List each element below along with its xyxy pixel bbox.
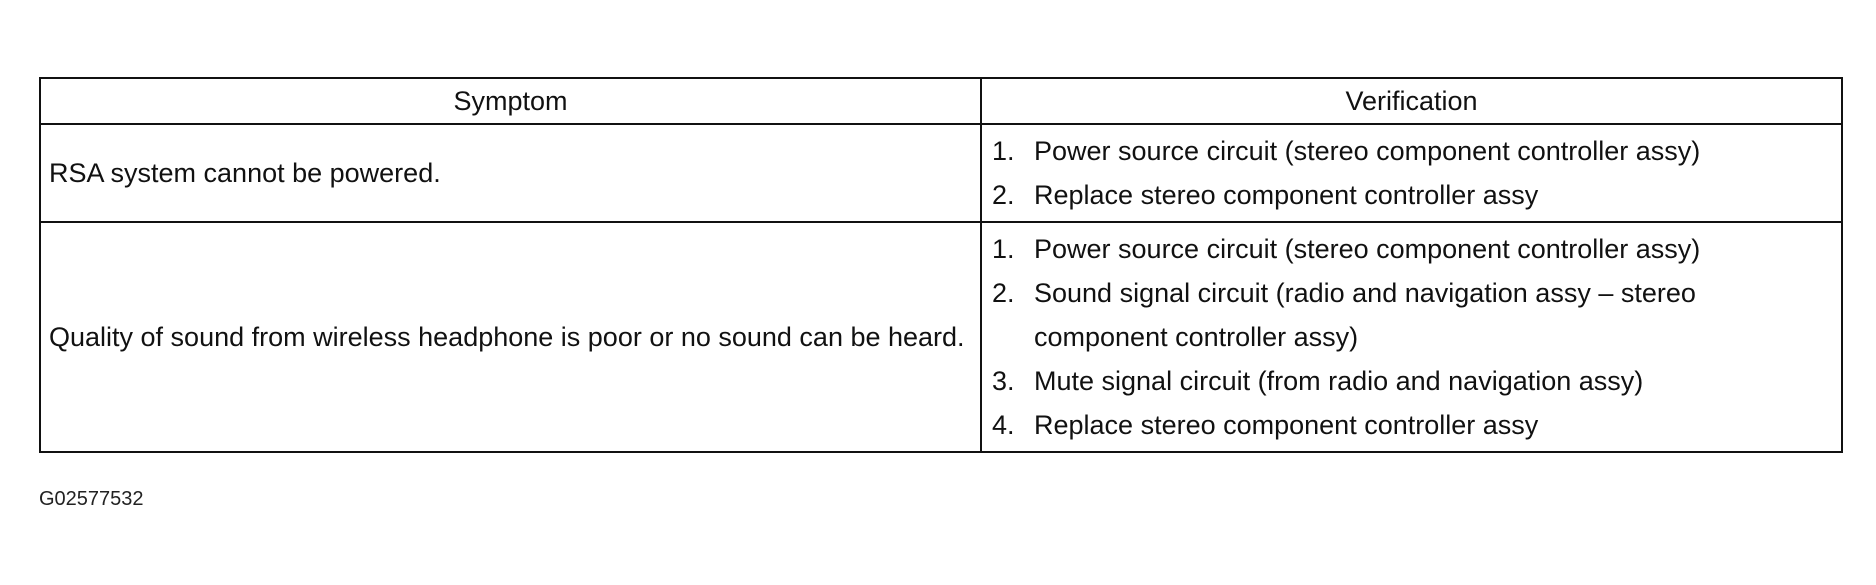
step-number: 1. [992,234,1015,264]
step-text: Power source circuit (stereo component c… [1034,136,1701,166]
step-number: 1. [992,136,1015,166]
symptom-cell: RSA system cannot be powered. [39,123,982,223]
list-item: 1. Power source circuit (stereo componen… [992,129,1833,173]
step-text: Sound signal circuit (radio and navigati… [1034,278,1696,352]
step-text: Replace stereo component controller assy [1034,410,1539,440]
symptom-cell: Quality of sound from wireless headphone… [39,221,982,453]
verification-cell: 1. Power source circuit (stereo componen… [980,221,1843,453]
step-number: 3. [992,366,1015,396]
list-item: 2. Replace stereo component controller a… [992,173,1833,217]
list-item: 3. Mute signal circuit (from radio and n… [992,359,1833,403]
table-row: Quality of sound from wireless headphone… [39,221,1843,453]
verification-cell: 1. Power source circuit (stereo componen… [980,123,1843,223]
symptom-verification-table: Symptom Verification RSA system cannot b… [39,77,1843,453]
table-header-row: Symptom Verification [39,77,1843,125]
header-verification: Verification [980,77,1843,125]
table-row: RSA system cannot be powered. 1. Power s… [39,123,1843,223]
step-text: Replace stereo component controller assy [1034,180,1539,210]
verification-steps: 1. Power source circuit (stereo componen… [992,129,1833,217]
step-text: Power source circuit (stereo component c… [1034,234,1701,264]
step-number: 2. [992,180,1015,210]
verification-steps: 1. Power source circuit (stereo componen… [992,227,1833,447]
figure-id-label: G02577532 [39,488,144,510]
symptom-table-container: Symptom Verification RSA system cannot b… [39,77,1843,453]
step-number: 4. [992,410,1015,440]
step-text: Mute signal circuit (from radio and navi… [1034,366,1644,396]
list-item: 4. Replace stereo component controller a… [992,403,1833,447]
header-symptom: Symptom [39,77,982,125]
step-number: 2. [992,278,1015,308]
list-item: 1. Power source circuit (stereo componen… [992,227,1833,271]
list-item: 2. Sound signal circuit (radio and navig… [992,271,1833,359]
